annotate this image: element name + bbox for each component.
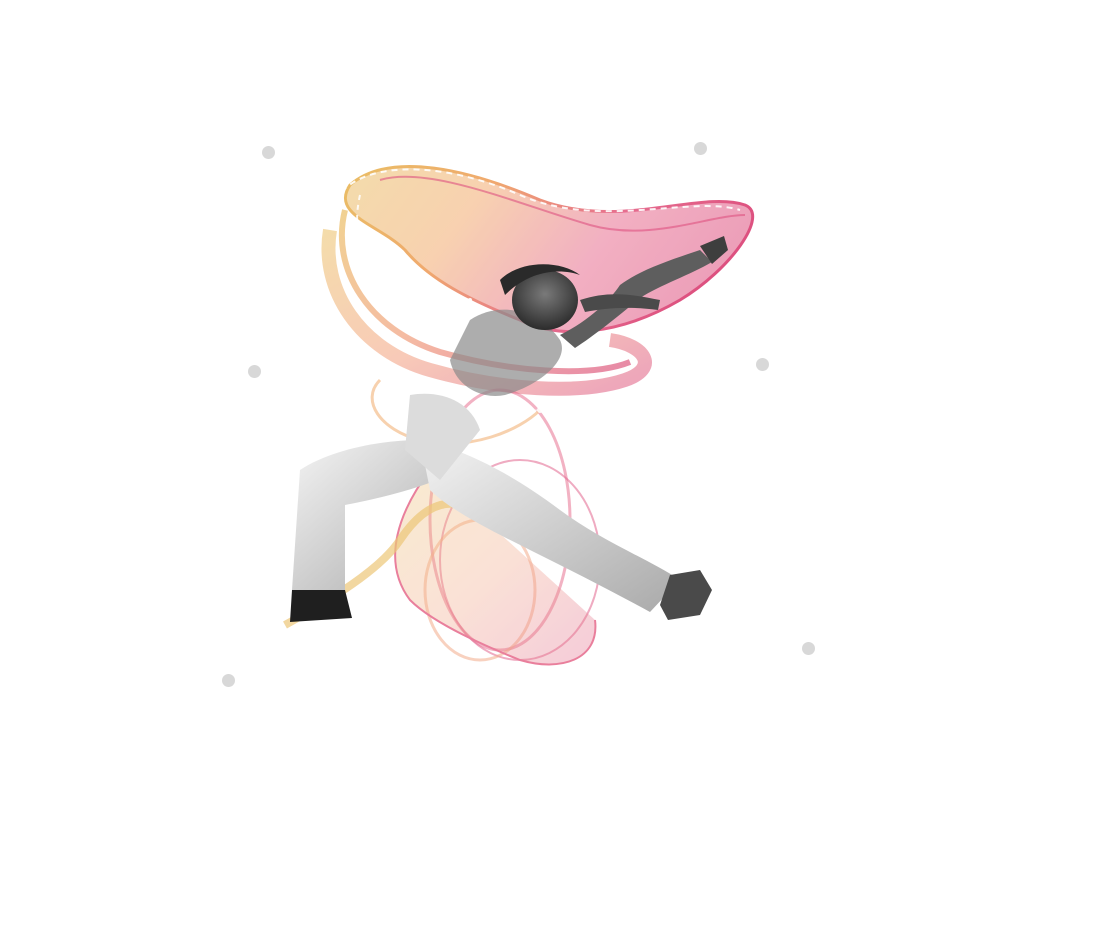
dancer-figure: [290, 236, 728, 622]
decorative-dot: [756, 358, 769, 371]
decorative-dot: [222, 674, 235, 687]
decorative-dot: [694, 142, 707, 155]
decorative-dot: [248, 365, 261, 378]
decorative-dot: [262, 146, 275, 159]
sparkle-highlights: [468, 298, 576, 413]
decorative-dot: [802, 642, 815, 655]
